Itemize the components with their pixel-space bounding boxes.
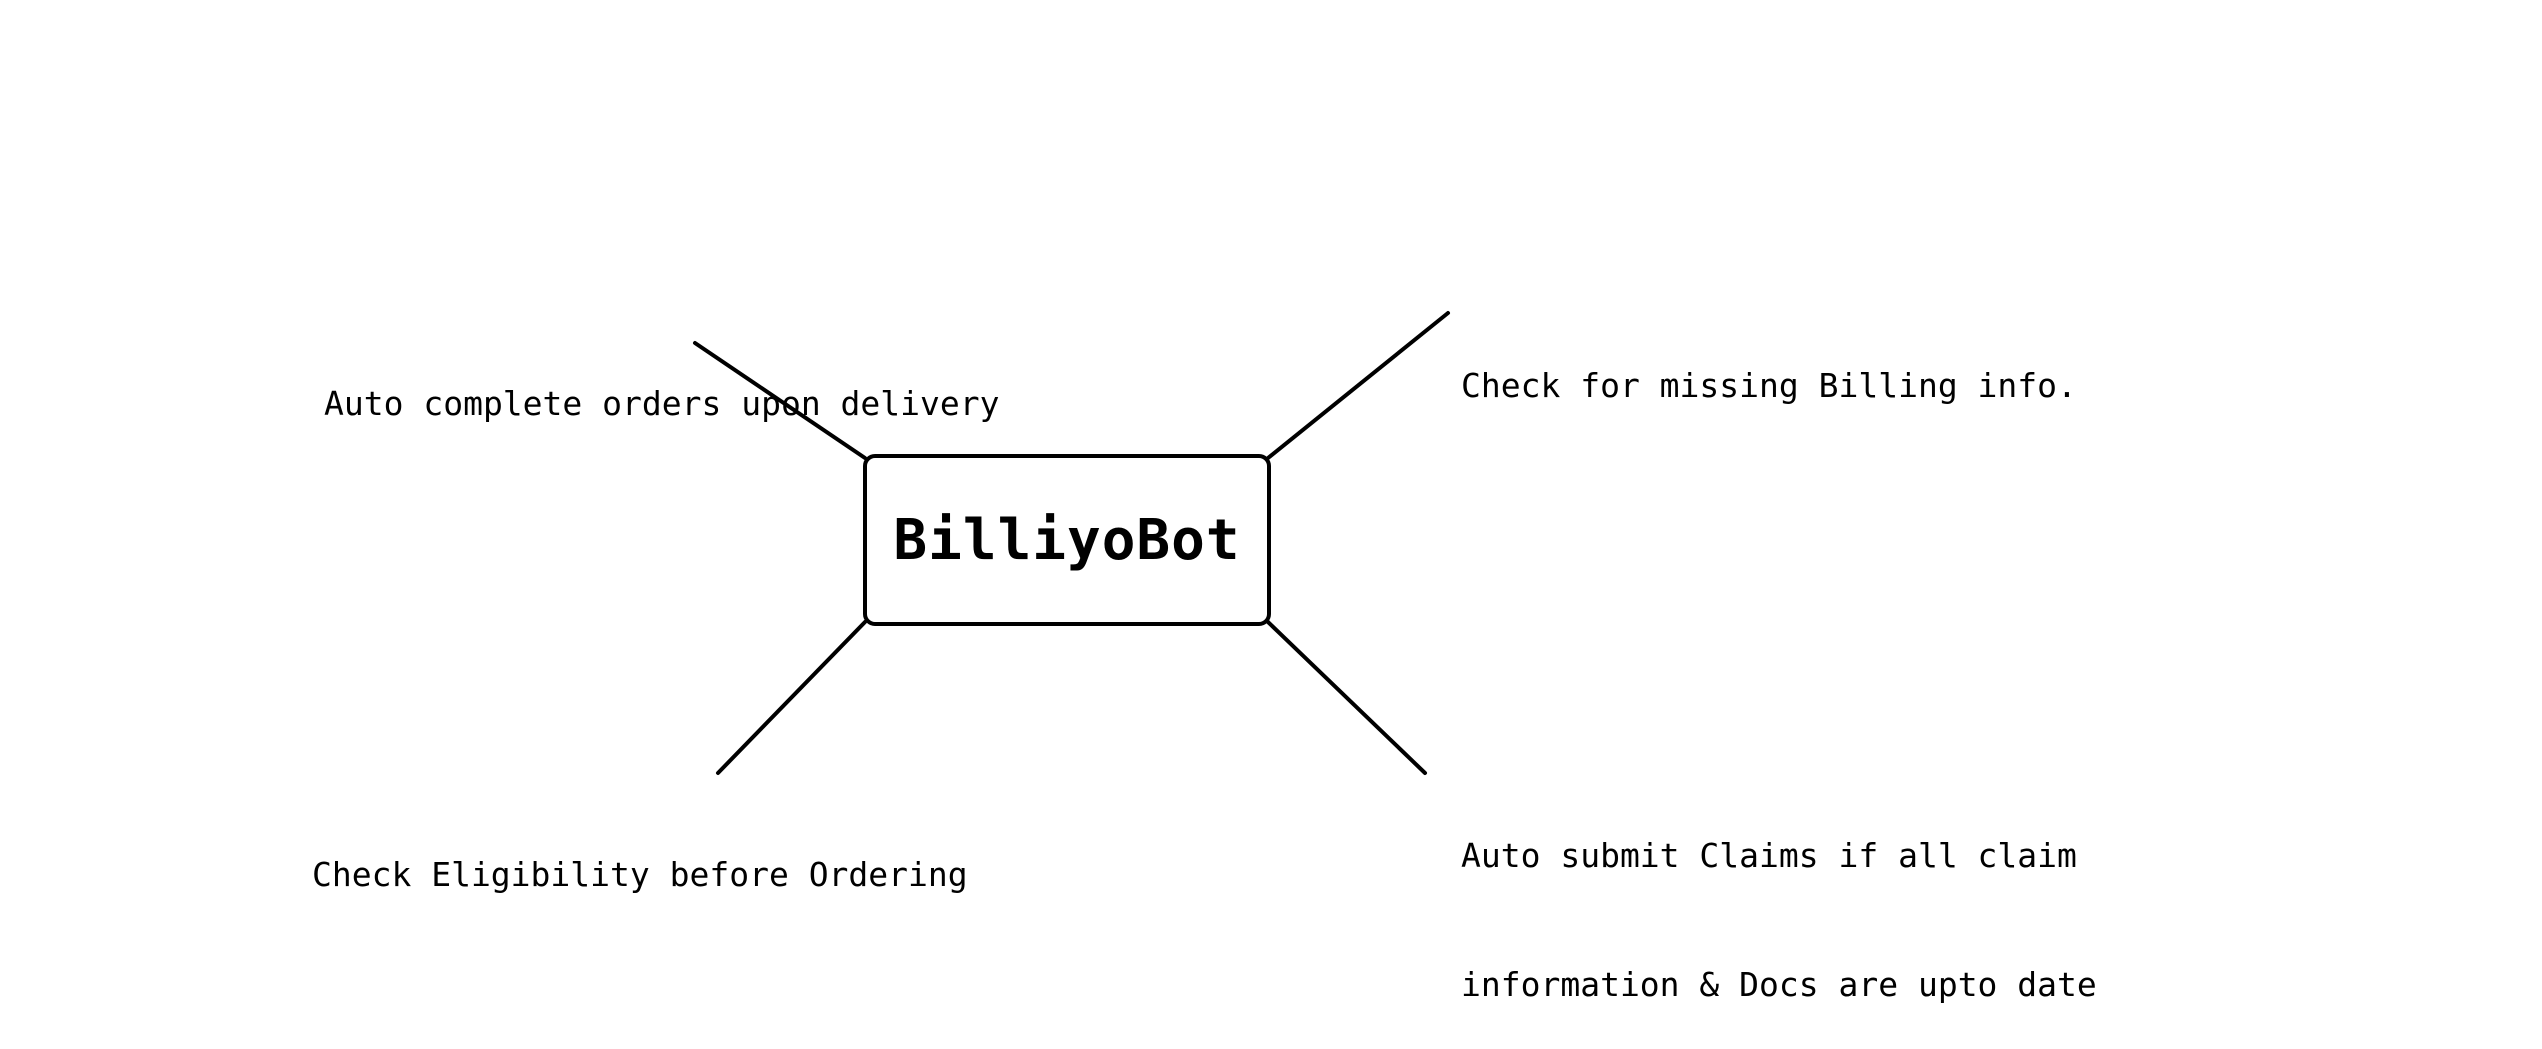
branch-label-line: Auto submit Claims if all claim (1461, 836, 2077, 875)
connector-bottom-left (716, 620, 867, 775)
branch-label-top-right: Check for missing Billing info. (1461, 278, 2077, 450)
branch-label-bottom-right: Auto submit Claims if all claim informat… (1461, 748, 2097, 1049)
connector-bottom-right (1266, 620, 1427, 775)
branch-label-line: Check Eligibility before Ordering (312, 855, 968, 894)
branch-label-top-left: Auto complete orders upon delivery (324, 296, 1000, 468)
branch-label-line: Check for missing Billing info. (1461, 366, 2077, 405)
branch-label-line: information & Docs are upto date (1461, 965, 2097, 1004)
branch-label-line: Auto complete orders upon delivery (324, 384, 1000, 423)
central-node: BilliyoBot (863, 454, 1271, 626)
connector-lines (693, 311, 1450, 775)
connector-top-left (693, 341, 867, 460)
central-node-label: BilliyoBot (893, 507, 1241, 573)
branch-label-bottom-left: Check Eligibility before Ordering (312, 767, 968, 939)
connector-top-right (1266, 311, 1450, 460)
